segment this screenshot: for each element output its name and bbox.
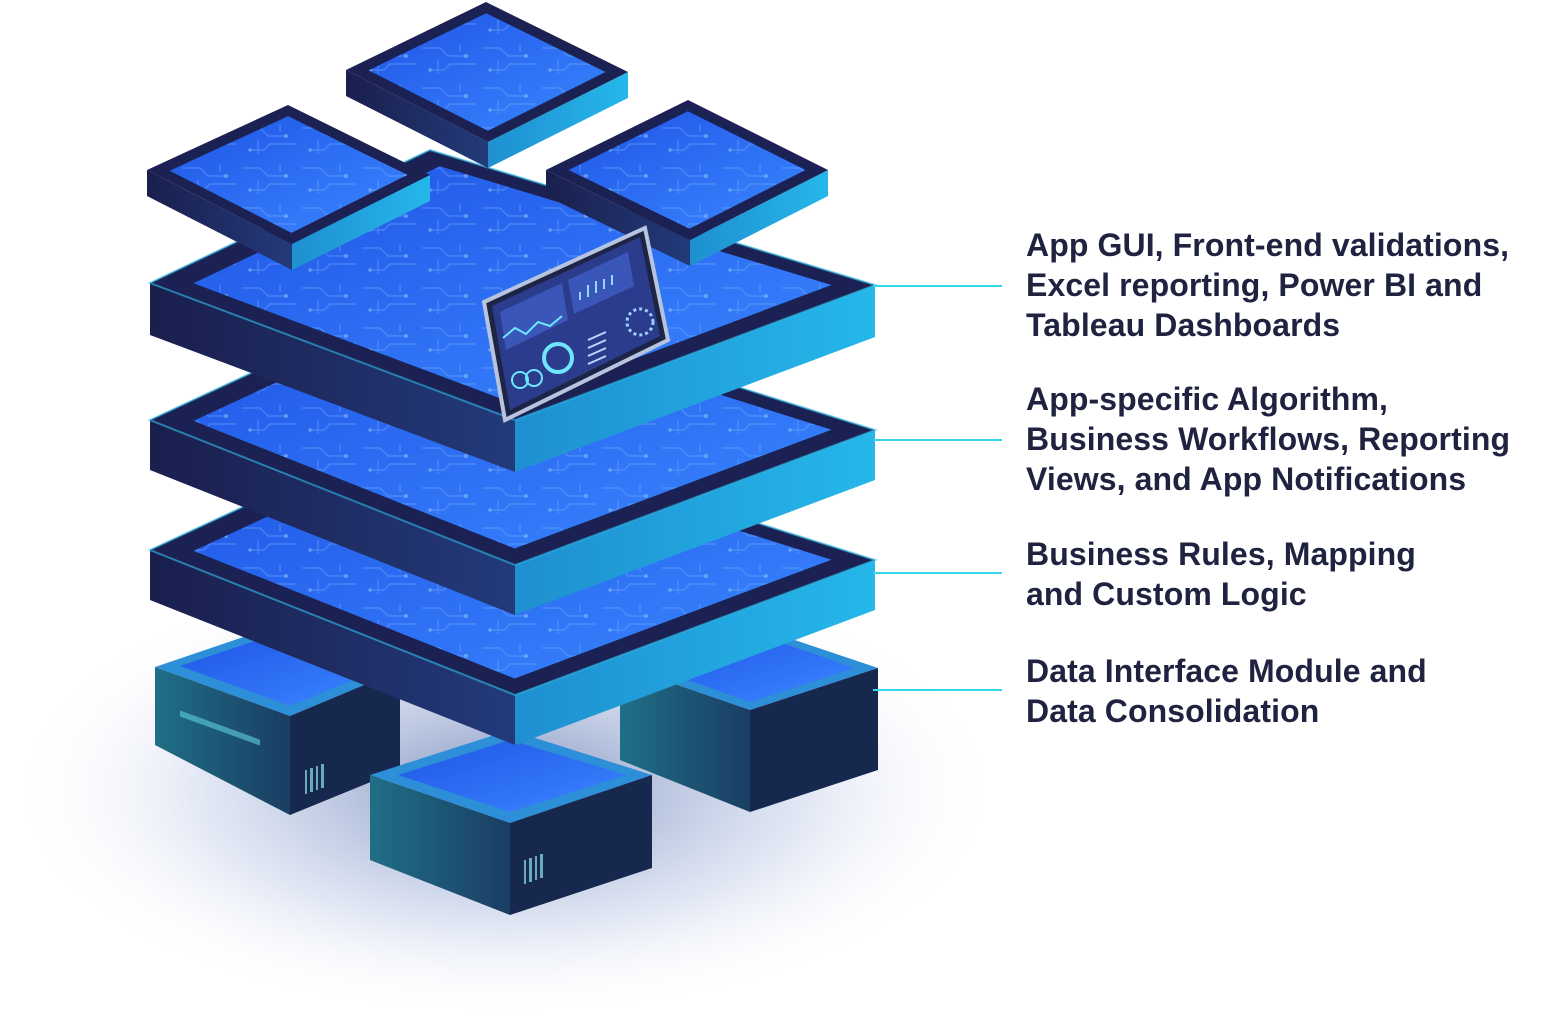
layer-label-line: Tableau Dashboards	[1026, 307, 1341, 343]
layer-label-line: Excel reporting, Power BI and	[1026, 267, 1483, 303]
layer-label-line: Views, and App Notifications	[1026, 461, 1467, 497]
layer-label-line: Business Rules, Mapping	[1026, 536, 1416, 572]
layer-label-data: Data Interface Module and Data Consolida…	[1026, 651, 1427, 731]
layer-label-presentation: App GUI, Front-end validations, Excel re…	[1026, 225, 1509, 345]
chip-3	[546, 100, 828, 266]
layer-label-logic: Business Rules, Mapping and Custom Logic	[1026, 534, 1416, 614]
layer-label-application: App-specific Algorithm, Business Workflo…	[1026, 379, 1510, 499]
dashboard-tablet-icon	[481, 225, 671, 423]
layer-label-line: and Custom Logic	[1026, 576, 1307, 612]
circuit-chip-icon	[147, 2, 828, 270]
layer-label-line: App-specific Algorithm,	[1026, 381, 1389, 417]
layer-label-line: App GUI, Front-end validations,	[1026, 227, 1510, 263]
layer-label-line: Data Interface Module and	[1026, 653, 1427, 689]
layer-label-line: Business Workflows, Reporting	[1026, 421, 1511, 457]
server-block-icon	[155, 625, 878, 915]
chip-2	[147, 105, 430, 270]
chip-1	[346, 2, 628, 168]
layer-label-line: Data Consolidation	[1026, 693, 1320, 729]
